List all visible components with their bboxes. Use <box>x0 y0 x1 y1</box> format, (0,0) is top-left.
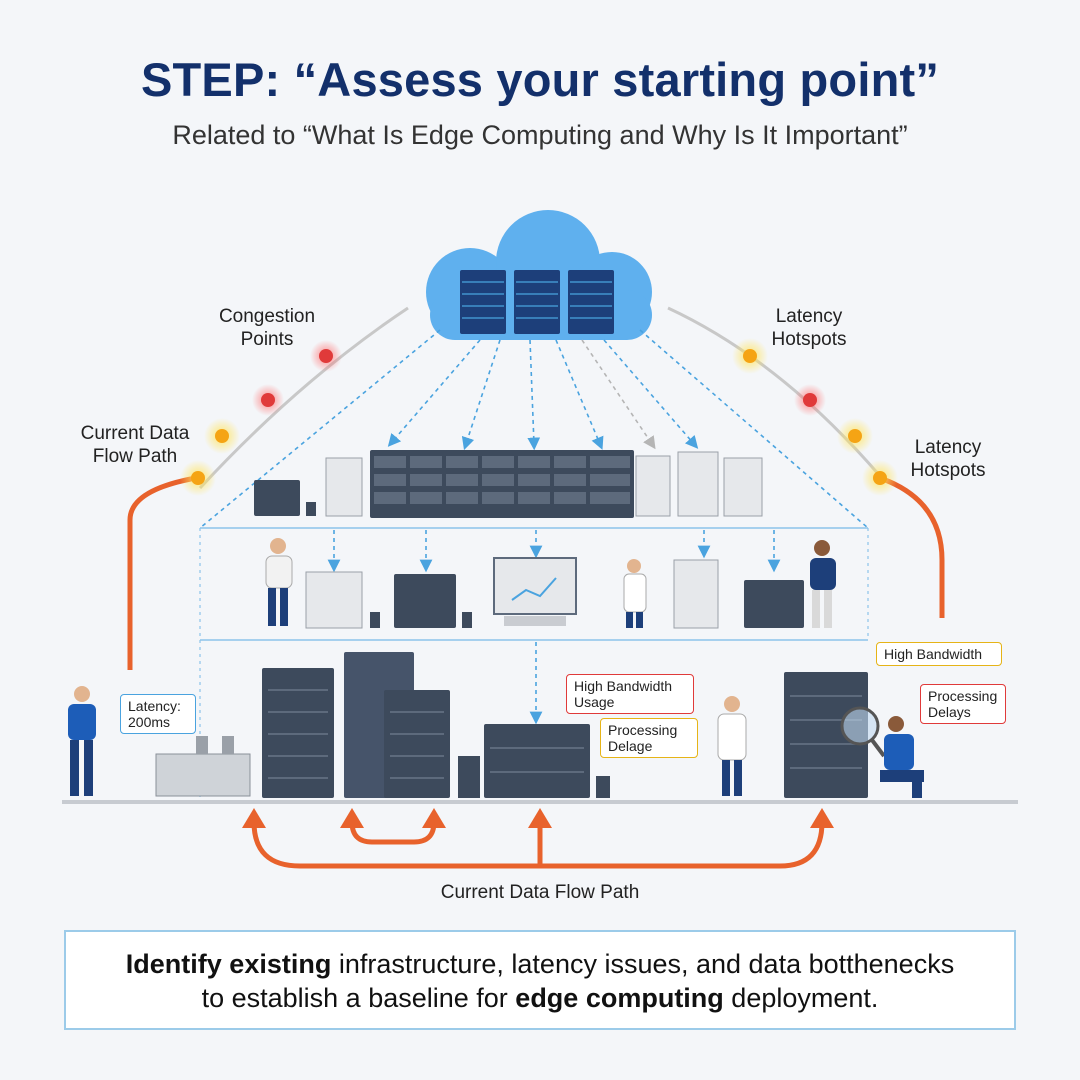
label-latency-hotspots-right: Latency Hotspots <box>910 437 986 481</box>
summary-text-2: to establish a baseline for <box>201 983 516 1013</box>
bottom-flow-path <box>251 821 825 869</box>
magnifier-icon <box>840 706 886 758</box>
ground-tier-equipment <box>155 652 868 798</box>
page-title: STEP: “Assess your starting point” <box>140 53 940 106</box>
mid-tier-arrows <box>327 530 781 725</box>
summary-text-1: infrastructure, latency issues, and data… <box>331 949 955 979</box>
summary-box: Identify existing infrastructure, latenc… <box>64 930 1016 1030</box>
roof-line-left <box>198 306 409 490</box>
label-latency-hotspots-top: Latency Hotspots <box>771 306 847 350</box>
label-congestion-points: Congestion Points <box>218 306 316 350</box>
callout-high-bandwidth-center: High Bandwidth Usage <box>566 674 694 714</box>
callout-processing-delays-center: Processing Delage <box>600 718 698 758</box>
person-manager-left <box>68 686 96 796</box>
congestion-dot-2 <box>252 384 284 416</box>
person-technician-kneeling <box>880 716 924 798</box>
page-subtitle: Related to “What Is Edge Computing and W… <box>172 120 908 150</box>
hotspot-dot-2 <box>180 460 216 496</box>
person-engineer-mid-right <box>810 540 836 628</box>
person-scientist-mid <box>623 559 647 628</box>
summary-text-3: deployment. <box>723 983 879 1013</box>
callout-high-bandwidth-right: High Bandwidth <box>876 642 1002 666</box>
flow-path-right <box>879 475 945 618</box>
person-engineer-mid-left <box>265 538 293 626</box>
callout-latency: Latency: 200ms <box>120 694 196 734</box>
callout-processing-delays-right: Processing Delays <box>920 684 1006 724</box>
cloud-to-datacenter-arrows <box>199 329 869 529</box>
datacenter-main-rack <box>370 450 634 518</box>
congestion-dot-1 <box>310 340 342 372</box>
flow-path-left <box>127 475 197 670</box>
hotspot-dot-1 <box>204 418 240 454</box>
cloud-server-racks <box>460 270 614 334</box>
bottom-flow-arrowheads <box>242 808 834 828</box>
hotspot-dot-5 <box>862 460 898 496</box>
summary-bold-2: edge computing <box>515 983 724 1013</box>
datacenter-side-units <box>254 451 763 517</box>
hotspot-dot-3 <box>732 338 768 374</box>
person-scientist-ground <box>717 696 747 796</box>
label-current-data-flow-path-bottom: Current Data Flow Path <box>440 882 640 903</box>
congestion-dot-3 <box>794 384 826 416</box>
label-current-data-flow-path-left: Current Data Flow Path <box>80 423 190 467</box>
summary-bold-1: Identify existing <box>125 949 332 979</box>
hotspot-dot-4 <box>837 418 873 454</box>
mid-tier-equipment <box>305 557 804 629</box>
